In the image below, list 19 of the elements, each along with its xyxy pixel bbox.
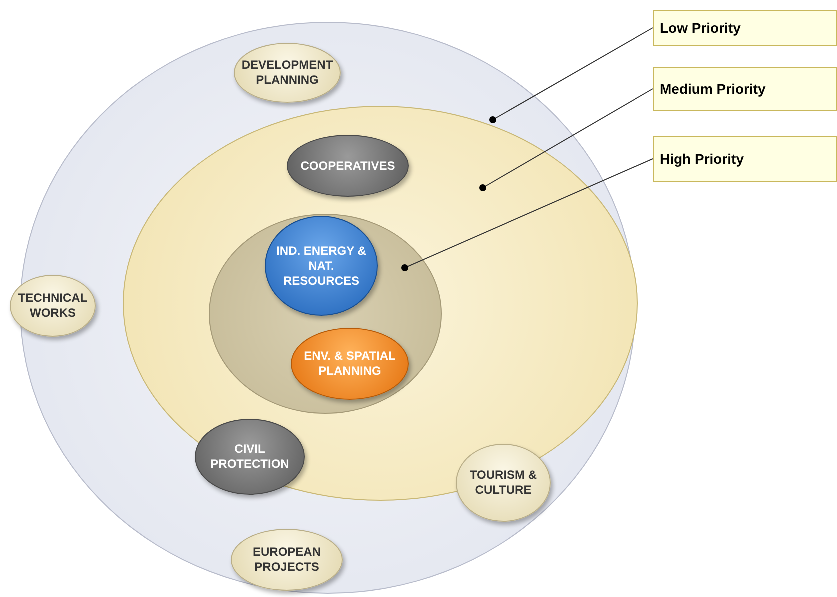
priority-label-box: [653, 10, 837, 46]
department-label: TECHNICAL WORKS: [17, 291, 89, 321]
priority-label: Medium Priority: [660, 81, 766, 97]
department-label: COOPERATIVES: [300, 158, 396, 174]
department-label: EUROPEAN PROJECTS: [252, 545, 322, 575]
department-ellipse: [195, 419, 305, 495]
priority-label: Low Priority: [660, 20, 741, 36]
priority-label-box: [653, 136, 837, 182]
department-label: CIVIL PROTECTION: [210, 442, 290, 472]
leader-line: [402, 158, 654, 272]
leader-line: [490, 28, 654, 124]
department-ellipse: [265, 216, 378, 316]
department-label: DEVELOPMENT PLANNING: [240, 58, 334, 88]
department-label: ENV. & SPATIAL PLANNING: [303, 349, 397, 379]
department-label: IND. ENERGY & NAT. RESOURCES: [276, 244, 368, 288]
priority-label-box: [653, 67, 837, 111]
priority-label: High Priority: [660, 151, 744, 167]
department-label: TOURISM & CULTURE: [468, 468, 538, 498]
leader-line: [480, 88, 654, 192]
